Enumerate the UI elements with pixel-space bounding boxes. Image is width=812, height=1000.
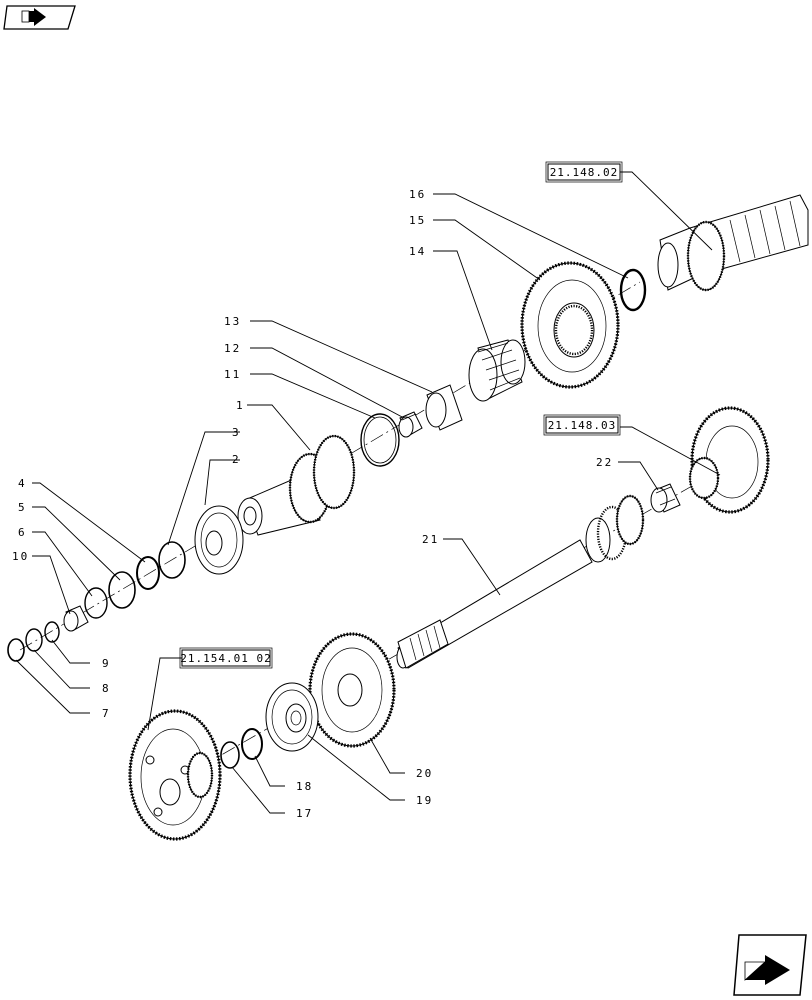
part-21-long-shaft — [396, 494, 645, 669]
leader-lines — [15, 193, 659, 814]
callout-7: 7 — [102, 707, 111, 720]
part-17-ring — [220, 741, 240, 769]
part-18-snap-ring — [241, 728, 263, 760]
reference-box-21-148-02[interactable]: 21.148.02 — [545, 161, 623, 183]
callout-11: 11 — [224, 368, 241, 381]
callout-5: 5 — [18, 501, 27, 514]
callout-6: 6 — [18, 526, 27, 539]
reference-box-21-154-01-02[interactable]: 21.154.01 02 — [179, 647, 273, 669]
callout-1: 1 — [236, 399, 245, 412]
callout-15: 15 — [409, 214, 426, 227]
part-4-snap-ring — [136, 556, 160, 590]
part-3-ring — [158, 541, 186, 579]
countershaft-gear — [688, 406, 770, 514]
part-19-ball-bearing — [265, 682, 319, 752]
reference-box-21-148-03[interactable]: 21.148.03 — [543, 414, 621, 436]
callout-17: 17 — [296, 807, 313, 820]
return-arrow-icon[interactable] — [3, 5, 76, 30]
callout-20: 20 — [416, 767, 433, 780]
callout-21: 21 — [422, 533, 439, 546]
idler-gear — [128, 709, 222, 841]
callout-12: 12 — [224, 342, 241, 355]
callout-2: 2 — [232, 453, 241, 466]
callout-16: 16 — [409, 188, 426, 201]
part-5-ring — [108, 571, 136, 609]
callout-labels: 1 2 3 4 5 6 10 9 8 7 11 12 13 14 15 16 2… — [12, 188, 613, 820]
part-14-needle-bearing — [468, 339, 526, 402]
part-22-bearing — [650, 483, 681, 513]
callout-3: 3 — [232, 426, 241, 439]
part-20-gear — [308, 632, 396, 748]
part-11-snap-ring — [360, 413, 400, 467]
part-6-ring — [84, 587, 108, 619]
callout-8: 8 — [102, 682, 111, 695]
part-7-ring — [7, 638, 25, 662]
part-12-bearing — [398, 411, 423, 438]
reference-label: 21.148.03 — [548, 419, 617, 432]
callout-9: 9 — [102, 657, 111, 670]
part-8-ring — [25, 628, 43, 652]
callout-22: 22 — [596, 456, 613, 469]
part-1-shaft — [237, 434, 356, 536]
part-2-washer — [194, 505, 244, 575]
callout-10: 10 — [12, 550, 29, 563]
callout-19: 19 — [416, 794, 433, 807]
part-16-snap-ring — [619, 268, 647, 312]
reference-label: 21.148.02 — [550, 166, 619, 179]
part-9-ring — [44, 621, 60, 643]
callout-14: 14 — [409, 245, 426, 258]
callout-4: 4 — [18, 477, 27, 490]
next-page-arrow-icon[interactable] — [733, 934, 807, 996]
reference-label: 21.154.01 02 — [180, 652, 271, 665]
part-15-gear — [520, 261, 620, 389]
callout-13: 13 — [224, 315, 241, 328]
input-shaft — [657, 194, 809, 292]
part-13-bushing — [425, 384, 463, 431]
callout-18: 18 — [296, 780, 313, 793]
part-10-bearing — [63, 605, 89, 632]
